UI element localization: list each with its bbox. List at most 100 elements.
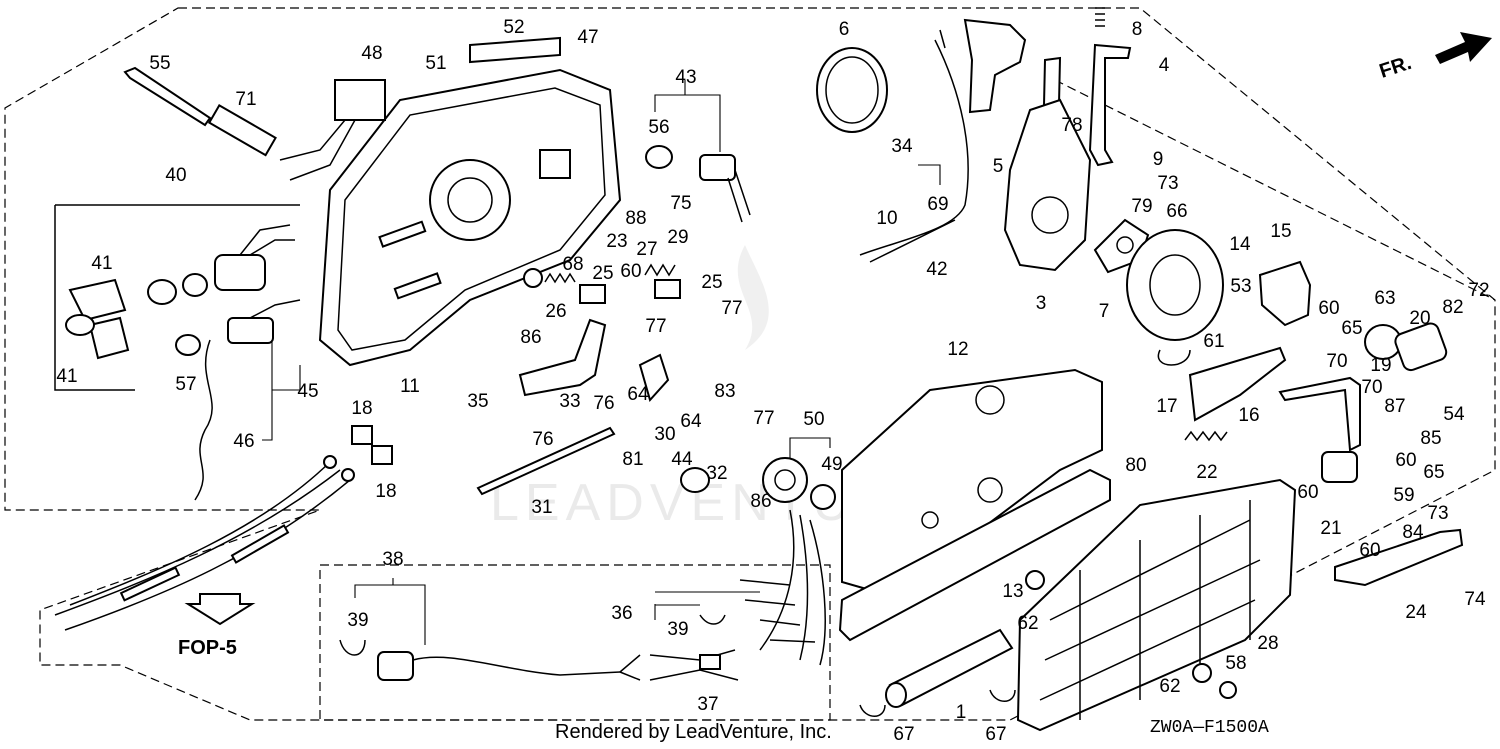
- part-label-36: 36: [611, 603, 632, 624]
- washer: [1025, 570, 1045, 590]
- washer: [523, 268, 543, 288]
- part-label-17: 17: [1156, 396, 1177, 417]
- part-label-51: 51: [425, 53, 446, 74]
- front-arrow-icon: [1435, 32, 1492, 64]
- part-label-11: 11: [400, 376, 420, 397]
- cable-clamp: [989, 689, 1016, 702]
- part-label-25: 25: [701, 272, 722, 293]
- part-label-48: 48: [361, 43, 382, 64]
- part-label-70: 70: [1326, 351, 1347, 372]
- reinforcement-bar: [1334, 528, 1464, 587]
- part-label-72: 72: [1468, 280, 1489, 301]
- part-label-58: 58: [1225, 653, 1246, 674]
- part-label-42: 42: [926, 259, 947, 280]
- part-label-64: 64: [627, 384, 649, 405]
- part-label-4: 4: [1159, 55, 1170, 76]
- part-label-68: 68: [562, 254, 583, 275]
- trim-switch-wires: [727, 169, 751, 223]
- key-switch-bracket: [54, 204, 300, 391]
- part-label-66: 66: [1166, 201, 1187, 222]
- mounting-plate: [838, 468, 1111, 642]
- neutral-safety-switch: [1321, 451, 1358, 483]
- part-label-84: 84: [1402, 522, 1424, 543]
- part-label-74: 74: [1464, 589, 1486, 610]
- main-wire-harness: [739, 509, 826, 666]
- part-label-87: 87: [1384, 396, 1405, 417]
- part-label-76: 76: [593, 393, 614, 414]
- part-label-46: 46: [233, 431, 254, 452]
- remote-control-housing: [318, 68, 622, 367]
- part-label-52: 52: [503, 17, 524, 38]
- cam-plate: [579, 284, 606, 304]
- extension-harness: [377, 649, 739, 681]
- part-label-61: 61: [1203, 331, 1224, 352]
- part-label-57: 57: [175, 374, 196, 395]
- fop-label: FOP-5: [178, 637, 237, 659]
- part-label-53: 53: [1230, 276, 1251, 297]
- part-label-25: 25: [592, 263, 613, 284]
- part-label-34: 34: [891, 136, 913, 157]
- part-label-18: 18: [375, 481, 396, 502]
- part-label-27: 27: [636, 239, 657, 260]
- part-label-54: 54: [1443, 404, 1465, 425]
- lever-base: [1003, 98, 1092, 272]
- control-box-boundary: [1054, 79, 1496, 301]
- part-label-29: 29: [667, 227, 688, 248]
- part-label-21: 21: [1320, 518, 1341, 539]
- part-label-76: 76: [532, 429, 553, 450]
- part-label-15: 15: [1270, 221, 1291, 242]
- control-lever-handle: [963, 18, 1027, 114]
- part-label-81: 81: [622, 449, 643, 470]
- part-label-8: 8: [1132, 19, 1143, 40]
- part-label-40: 40: [165, 165, 186, 186]
- part-label-56: 56: [648, 117, 669, 138]
- part-label-78: 78: [1061, 115, 1082, 136]
- part-label-41: 41: [91, 253, 112, 274]
- footer-credit: Rendered by LeadVenture, Inc.: [555, 721, 832, 743]
- friction-plate: [1188, 346, 1287, 422]
- spring: [1095, 7, 1105, 27]
- part-label-86: 86: [750, 491, 771, 512]
- part-label-83: 83: [714, 381, 735, 402]
- panel-strip: [469, 36, 561, 64]
- cable-assembly: [54, 455, 355, 631]
- part-label-37: 37: [697, 694, 718, 715]
- part-label-80: 80: [1125, 455, 1146, 476]
- part-label-62: 62: [1017, 613, 1038, 634]
- side-cover: [841, 368, 1103, 592]
- part-label-43: 43: [675, 67, 696, 88]
- part-label-60: 60: [1395, 450, 1416, 471]
- part-label-28: 28: [1257, 633, 1278, 654]
- lever-bracket: [1088, 43, 1132, 167]
- collar: [207, 103, 277, 157]
- switch-wires: [279, 119, 356, 181]
- part-label-64: 64: [680, 411, 702, 432]
- throttle-lever-link: [518, 318, 607, 397]
- nut: [1219, 681, 1237, 699]
- direction-label: FR.: [1377, 52, 1414, 83]
- part-label-63: 63: [1374, 288, 1395, 309]
- end-cap: [1394, 322, 1448, 372]
- part-label-50: 50: [803, 409, 824, 430]
- diagram-code: ZW0A—F1500A: [1150, 718, 1269, 738]
- part-label-86: 86: [520, 327, 541, 348]
- part-label-88: 88: [625, 208, 646, 229]
- part-label-60: 60: [1359, 540, 1380, 561]
- part-label-65: 65: [1341, 318, 1362, 339]
- neutral-lock-bracket: [1258, 260, 1312, 327]
- part-label-35: 35: [467, 391, 488, 412]
- part-label-12: 12: [947, 339, 968, 360]
- part-label-71: 71: [235, 89, 256, 110]
- part-label-44: 44: [671, 449, 693, 470]
- retainer: [371, 445, 393, 465]
- part-label-5: 5: [993, 156, 1004, 177]
- part-label-19: 19: [1370, 355, 1391, 376]
- part-label-16: 16: [1238, 405, 1259, 426]
- part-label-3: 3: [1036, 293, 1047, 314]
- return-spring: [1184, 430, 1228, 442]
- part-label-22: 22: [1196, 462, 1217, 483]
- part-label-73: 73: [1157, 173, 1178, 194]
- spring: [644, 263, 676, 277]
- part-label-77: 77: [753, 408, 774, 429]
